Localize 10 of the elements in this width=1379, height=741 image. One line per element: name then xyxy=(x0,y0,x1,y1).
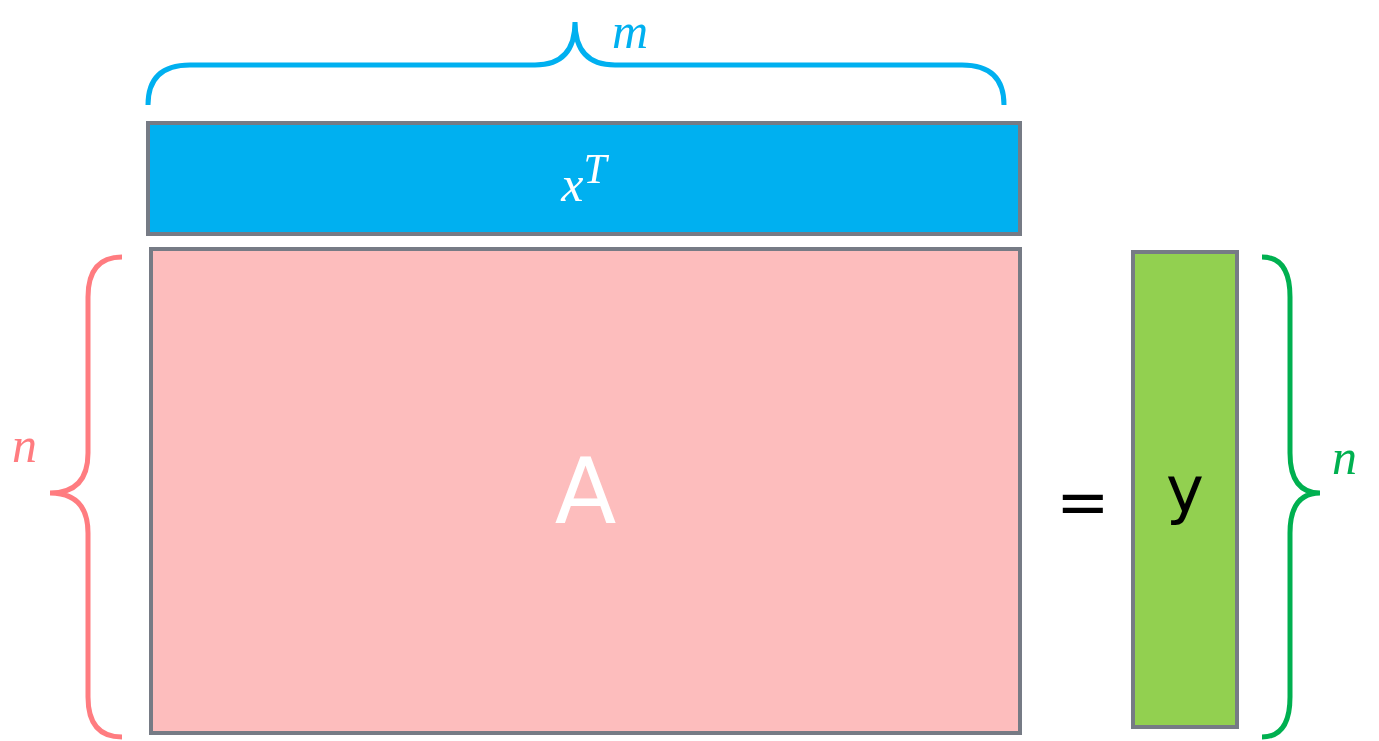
row-vector-bar xyxy=(146,121,1022,236)
matrix-symbol: A xyxy=(554,438,617,544)
equals-sign: = xyxy=(1056,470,1110,534)
vector-symbol: y xyxy=(1166,452,1204,527)
dimension-label: n xyxy=(12,420,37,470)
column-vector-bar xyxy=(1131,250,1239,729)
dimension-label: n xyxy=(1332,432,1357,482)
vector-symbol: x$^{T}$ xyxy=(561,144,607,213)
dimension-label: m xyxy=(612,6,649,56)
matrix-block xyxy=(149,247,1022,735)
